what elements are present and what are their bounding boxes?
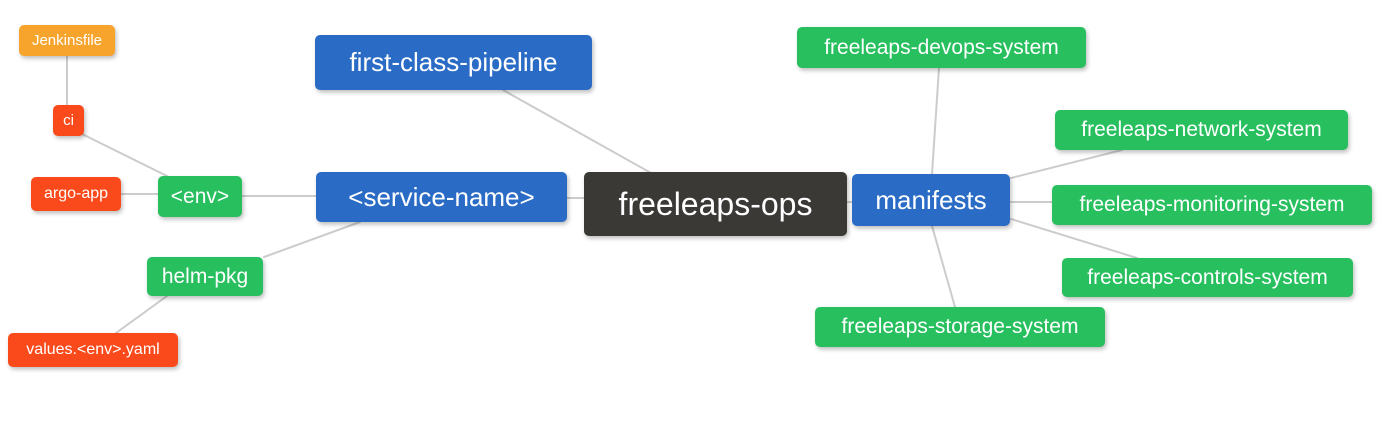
node-freeleaps-ops[interactable]: freeleaps-ops bbox=[584, 172, 847, 236]
node-freeleaps-devops-system[interactable]: freeleaps-devops-system bbox=[797, 27, 1086, 68]
edge-ci-env bbox=[81, 133, 168, 177]
node-freeleaps-controls-system[interactable]: freeleaps-controls-system bbox=[1062, 258, 1353, 297]
node-env[interactable]: <env> bbox=[158, 176, 242, 217]
node-ci[interactable]: ci bbox=[53, 105, 84, 136]
edge-manifests-devops-system bbox=[931, 67, 940, 175]
node-values-env-yaml[interactable]: values.<env>.yaml bbox=[8, 333, 178, 367]
node-service-name[interactable]: <service-name> bbox=[316, 172, 567, 222]
edge-manifests-storage-system bbox=[931, 225, 956, 308]
edge-service-name-helm-pkg bbox=[263, 221, 361, 258]
node-first-class-pipeline[interactable]: first-class-pipeline bbox=[315, 35, 592, 90]
node-manifests[interactable]: manifests bbox=[852, 174, 1010, 226]
node-freeleaps-monitoring-system[interactable]: freeleaps-monitoring-system bbox=[1052, 185, 1372, 225]
edge-helm-pkg-values bbox=[115, 295, 168, 334]
edge-manifests-controls-system bbox=[1010, 218, 1138, 259]
node-argo-app[interactable]: argo-app bbox=[31, 177, 121, 211]
node-freeleaps-network-system[interactable]: freeleaps-network-system bbox=[1055, 110, 1348, 150]
node-freeleaps-storage-system[interactable]: freeleaps-storage-system bbox=[815, 307, 1105, 347]
edge-manifests-network-system bbox=[1010, 149, 1123, 179]
node-jenkinsfile[interactable]: Jenkinsfile bbox=[19, 25, 115, 56]
edge-pipeline-freeleaps-ops bbox=[502, 89, 652, 174]
node-helm-pkg[interactable]: helm-pkg bbox=[147, 257, 263, 296]
